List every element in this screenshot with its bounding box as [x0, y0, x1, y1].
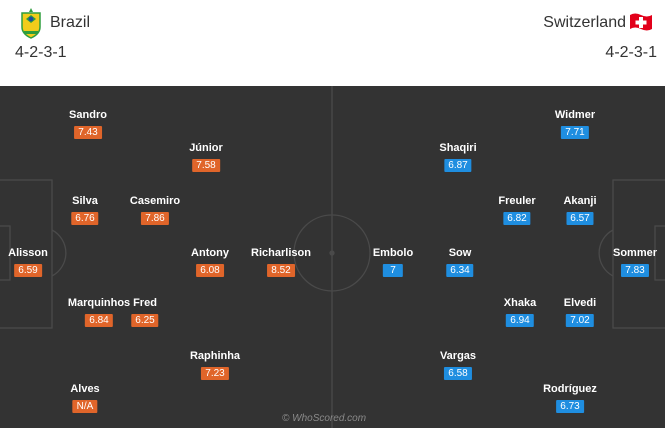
player-rating: 6.59	[14, 264, 42, 277]
player-name: Vargas	[439, 350, 477, 362]
home-player-junior[interactable]: Júnior 7.58	[189, 141, 223, 173]
player-name: Embolo	[372, 247, 414, 259]
player-rating: 7.02	[566, 314, 594, 327]
player-name: Júnior	[189, 142, 223, 154]
player-name: Fred	[133, 297, 157, 309]
player-name: Sow	[448, 247, 472, 259]
player-rating: 7.43	[74, 126, 102, 139]
away-player-elvedi[interactable]: Elvedi 7.02	[564, 296, 596, 328]
player-name: Freuler	[498, 195, 536, 207]
home-player-silva[interactable]: Silva 6.76	[71, 194, 99, 226]
player-rating: 7.71	[561, 126, 589, 139]
player-name: Xhaka	[503, 297, 537, 309]
away-player-embolo[interactable]: Embolo 7	[373, 246, 413, 278]
player-rating: 7.83	[621, 264, 649, 277]
player-rating: 6.73	[556, 400, 584, 413]
match-header: Brazil 4-2-3-1 Switzerland 4-2-3-1	[0, 0, 665, 84]
player-name: Widmer	[554, 109, 596, 121]
away-player-vargas[interactable]: Vargas 6.58	[440, 349, 476, 381]
player-rating: 6.57	[566, 212, 594, 225]
away-team-name[interactable]: Switzerland	[543, 14, 626, 31]
player-rating: 6.58	[444, 367, 472, 380]
home-player-casemiro[interactable]: Casemiro 7.86	[130, 194, 180, 226]
switzerland-crest-icon	[630, 13, 652, 31]
home-formation: 4-2-3-1	[15, 44, 67, 61]
player-name: Sandro	[69, 109, 107, 121]
player-name: Sommer	[612, 247, 658, 259]
pitch: Alisson 6.59 Sandro 7.43 Silva 6.76 Marq…	[0, 86, 665, 428]
away-player-akanji[interactable]: Akanji 6.57	[563, 194, 597, 226]
away-player-xhaka[interactable]: Xhaka 6.94	[504, 296, 536, 328]
player-rating: 6.94	[506, 314, 534, 327]
player-rating: 8.52	[267, 264, 295, 277]
player-name: Alisson	[8, 247, 48, 259]
player-name: Elvedi	[563, 297, 597, 309]
player-rating: 6.08	[196, 264, 224, 277]
player-name: Alves	[70, 383, 100, 395]
away-player-rodriguez[interactable]: Rodríguez 6.73	[543, 382, 597, 414]
player-rating: 6.84	[85, 314, 113, 327]
player-rating: 6.25	[131, 314, 159, 327]
away-formation: 4-2-3-1	[605, 44, 657, 61]
player-name: Richarlison	[251, 247, 311, 259]
pitch-markings	[0, 86, 665, 428]
home-player-alisson[interactable]: Alisson 6.59	[8, 246, 48, 278]
player-rating: 7.86	[141, 212, 169, 225]
brazil-crest-icon	[21, 8, 41, 39]
player-rating: 6.87	[444, 159, 472, 172]
player-name: Silva	[72, 195, 98, 207]
home-player-fred[interactable]: Fred 6.25	[131, 296, 159, 328]
home-player-raphinha[interactable]: Raphinha 7.23	[190, 349, 240, 381]
player-rating: N/A	[72, 400, 98, 413]
player-name: Raphinha	[189, 350, 241, 362]
player-rating: 6.76	[71, 212, 99, 225]
player-name: Casemiro	[129, 195, 181, 207]
player-name: Akanji	[563, 195, 597, 207]
away-player-sow[interactable]: Sow 6.34	[446, 246, 474, 278]
player-name: Marquinhos	[67, 297, 131, 309]
player-name: Shaqiri	[439, 142, 477, 154]
player-rating: 7.58	[192, 159, 220, 172]
home-player-antony[interactable]: Antony 6.08	[191, 246, 229, 278]
away-player-sommer[interactable]: Sommer 7.83	[613, 246, 657, 278]
home-team-name[interactable]: Brazil	[50, 14, 91, 31]
home-player-richarlison[interactable]: Richarlison 8.52	[251, 246, 311, 278]
home-player-marquinhos[interactable]: Marquinhos 6.84	[68, 296, 130, 328]
player-rating: 7	[383, 264, 403, 277]
away-player-freuler[interactable]: Freuler 6.82	[498, 194, 536, 226]
watermark: © WhoScored.com	[282, 413, 367, 424]
player-rating: 6.34	[446, 264, 474, 277]
player-name: Rodríguez	[543, 383, 597, 395]
home-player-alves[interactable]: Alves N/A	[70, 382, 100, 414]
player-rating: 7.23	[201, 367, 229, 380]
away-player-widmer[interactable]: Widmer 7.71	[555, 108, 595, 140]
home-player-sandro[interactable]: Sandro 7.43	[69, 108, 107, 140]
away-player-shaqiri[interactable]: Shaqiri 6.87	[439, 141, 477, 173]
player-name: Antony	[191, 247, 229, 259]
player-rating: 6.82	[503, 212, 531, 225]
